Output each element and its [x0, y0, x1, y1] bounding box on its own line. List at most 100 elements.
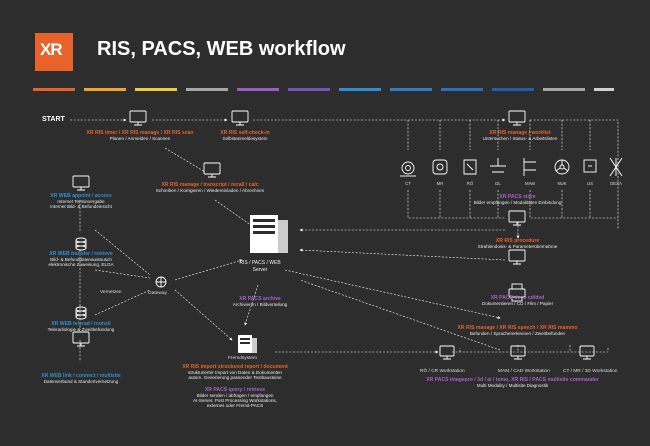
node-title: XR WEB link / connect / multisite — [41, 373, 121, 379]
modality-mr: MR — [436, 181, 444, 186]
logo-text: XR — [40, 40, 63, 59]
computer-icon — [72, 175, 90, 191]
node-sub: Teleradiologie & Zweitbefundung — [47, 327, 115, 332]
ultrasound-icon — [583, 159, 597, 173]
start-label: START — [42, 116, 65, 123]
node-sub: Bilder empfangen / Modalitäten Einbindun… — [473, 200, 562, 205]
modality-ct: CT — [405, 181, 411, 186]
computer-icon — [203, 162, 221, 178]
imagepro-node: XR PACS imagepro / 3d / ai / tomo, XR RI… — [395, 377, 630, 388]
ris-speech-node: XR RIS manage / XR RIS speech / XR RIS m… — [430, 325, 605, 336]
modality-dl: DL — [495, 181, 501, 186]
computer-icon — [129, 110, 147, 126]
node-sub: strukturierter Import von Daten & Dokume… — [188, 370, 282, 375]
node-title: XR RIS manage / transcript / recall / ca… — [161, 182, 259, 188]
node-sub: Dokumentieren / CD / Film / Papier — [481, 301, 554, 306]
node-sub: Multi Modality / Multisite Diagnostik — [476, 383, 549, 388]
transcript-node: XR RIS manage / transcript / recall / ca… — [140, 182, 280, 193]
pacs-docu-node: XR PACS docu cd/dvd Dokumentieren / CD /… — [465, 295, 570, 306]
node-title: XR PACS docu cd/dvd — [490, 295, 545, 301]
printer-icon — [508, 283, 526, 302]
database-icon — [75, 237, 87, 251]
mr-scanner-icon — [432, 159, 448, 175]
computer-icon — [231, 110, 249, 126]
node-title: XR RIS manage / worklist — [489, 130, 551, 136]
node-sub: Untersuchen / Status- & Arbeitslisten — [482, 136, 558, 141]
gateway-label: Gateway — [148, 291, 167, 296]
node-title: XR PACS store — [499, 194, 536, 200]
node-title: XR RIS timer / XR RIS manage / XR RIS sc… — [86, 130, 194, 136]
node-sub: Bild- & Befunddatenaustausch — [50, 257, 112, 262]
node-title: XR RIS self-check-in — [220, 130, 270, 136]
modality-ro: RÖ — [466, 181, 474, 186]
workstation-ct-label: CT / MR / 3D Workstation — [563, 369, 618, 374]
dl-icon — [490, 158, 506, 173]
pacs-store-node: XR PACS store Bilder empfangen / Modalit… — [460, 194, 575, 205]
dexa-icon — [609, 157, 623, 177]
mammo-icon — [523, 158, 536, 176]
modality-dexa: DEXA — [610, 181, 622, 186]
computer-icon — [508, 110, 526, 126]
node-sub: Internet Bild- & Befundeinsicht — [50, 204, 112, 209]
node-sub: Archivieren / Bildverteilung — [232, 302, 288, 307]
node-sub: Planen / Anmelden / Scannen — [109, 136, 171, 141]
ris-procedure-node: XR RIS procedure Strahlendosis- & Parame… — [465, 238, 570, 249]
node-sub: Strahlendosis- & Parameterübernahme — [477, 244, 558, 249]
node-sub: Befunden / Sprachererkennen / Zweitbefun… — [469, 331, 566, 336]
database-icon — [75, 306, 87, 320]
computer-icon — [508, 210, 526, 226]
page-title: RIS, PACS, WEB workflow — [97, 38, 346, 60]
node-title: XR WEB transfer / retrieve — [49, 251, 113, 257]
node-sub: AI-Server, Post Processing Workstations, — [193, 398, 277, 403]
node-title: XR WEB telerad / rconsil — [51, 321, 111, 327]
xr-logo: XR — [35, 33, 73, 71]
server-line1: RIS / PACS / WEB — [239, 260, 281, 266]
fremdsystem-icon — [238, 335, 257, 353]
vernetzen-label: Vernetzen — [100, 290, 122, 295]
server-line2: Server — [252, 266, 268, 273]
computer-icon — [72, 331, 90, 347]
color-separator-bar — [33, 88, 614, 91]
node-title: XR RIS procedure — [495, 238, 540, 244]
import-node: XR RIS import structured report / docume… — [160, 364, 310, 380]
node-sub: Internet Terminvergabe — [57, 199, 105, 204]
gateway-icon — [155, 276, 167, 288]
modality-mam: MAM — [524, 181, 536, 186]
node-sub: autom. Generierung passender Textbaustei… — [188, 375, 282, 380]
self-checkin-node: XR RIS self-check-in Selbstanmeldesystem — [215, 130, 275, 141]
node-title: XR RIS manage / XR RIS speech / XR RIS m… — [457, 325, 578, 331]
computer-icon — [510, 345, 526, 360]
node-sub: Bilder senden / abfragen / empfangen — [196, 393, 274, 398]
nuclear-icon — [554, 159, 570, 175]
ris-scan-node: XR RIS timer / XR RIS manage / XR RIS sc… — [70, 130, 210, 141]
node-sub: Datenverbund & Standortvernetzung — [43, 379, 119, 384]
ct-scanner-icon — [400, 161, 416, 177]
worklist-node: XR RIS manage / worklist Untersuchen / S… — [475, 130, 565, 141]
computer-icon — [579, 345, 595, 360]
pacs-query-node: XR PACS query / retrieve Bilder senden /… — [170, 387, 300, 408]
node-title: XR WEB appoint / access — [50, 193, 112, 199]
computer-icon — [508, 249, 526, 265]
fremdsystem-label: Fremdsystem — [228, 356, 258, 361]
node-sub: externes oder Fremd-PACS — [206, 403, 264, 408]
web-transfer-node: XR WEB transfer / retrieve Bild- & Befun… — [25, 251, 137, 267]
node-sub: Schreiben / Korrigieren / Wiedereinladen… — [155, 188, 265, 193]
modality-nuk: NUK — [557, 181, 567, 186]
server-icon — [250, 215, 288, 253]
node-title: XR PACS imagepro / 3d / ai / tomo, XR RI… — [426, 377, 599, 383]
web-link-node: XR WEB link / connect / multisite Datenv… — [25, 373, 137, 384]
workstation-ro-label: RÖ / CR Workstation — [420, 369, 465, 374]
modality-us: US — [587, 181, 593, 186]
web-access-node: XR WEB appoint / access Internet Terminv… — [25, 193, 137, 209]
node-title: XR PACS query / retrieve — [204, 387, 266, 393]
xray-icon — [463, 159, 477, 175]
server-label: RIS / PACS / WEB Server — [225, 260, 295, 273]
computer-icon — [439, 345, 455, 360]
node-sub: elektronische Zuweisung, ELGA — [48, 262, 114, 267]
pacs-archive-node: XR PACS archive Archivieren / Bildvertei… — [210, 296, 310, 307]
node-title: XR RIS import structured report / docume… — [182, 364, 288, 370]
web-telerad-node: XR WEB telerad / rconsil Teleradiologie … — [25, 321, 137, 332]
node-sub: Selbstanmeldesystem — [222, 136, 268, 141]
